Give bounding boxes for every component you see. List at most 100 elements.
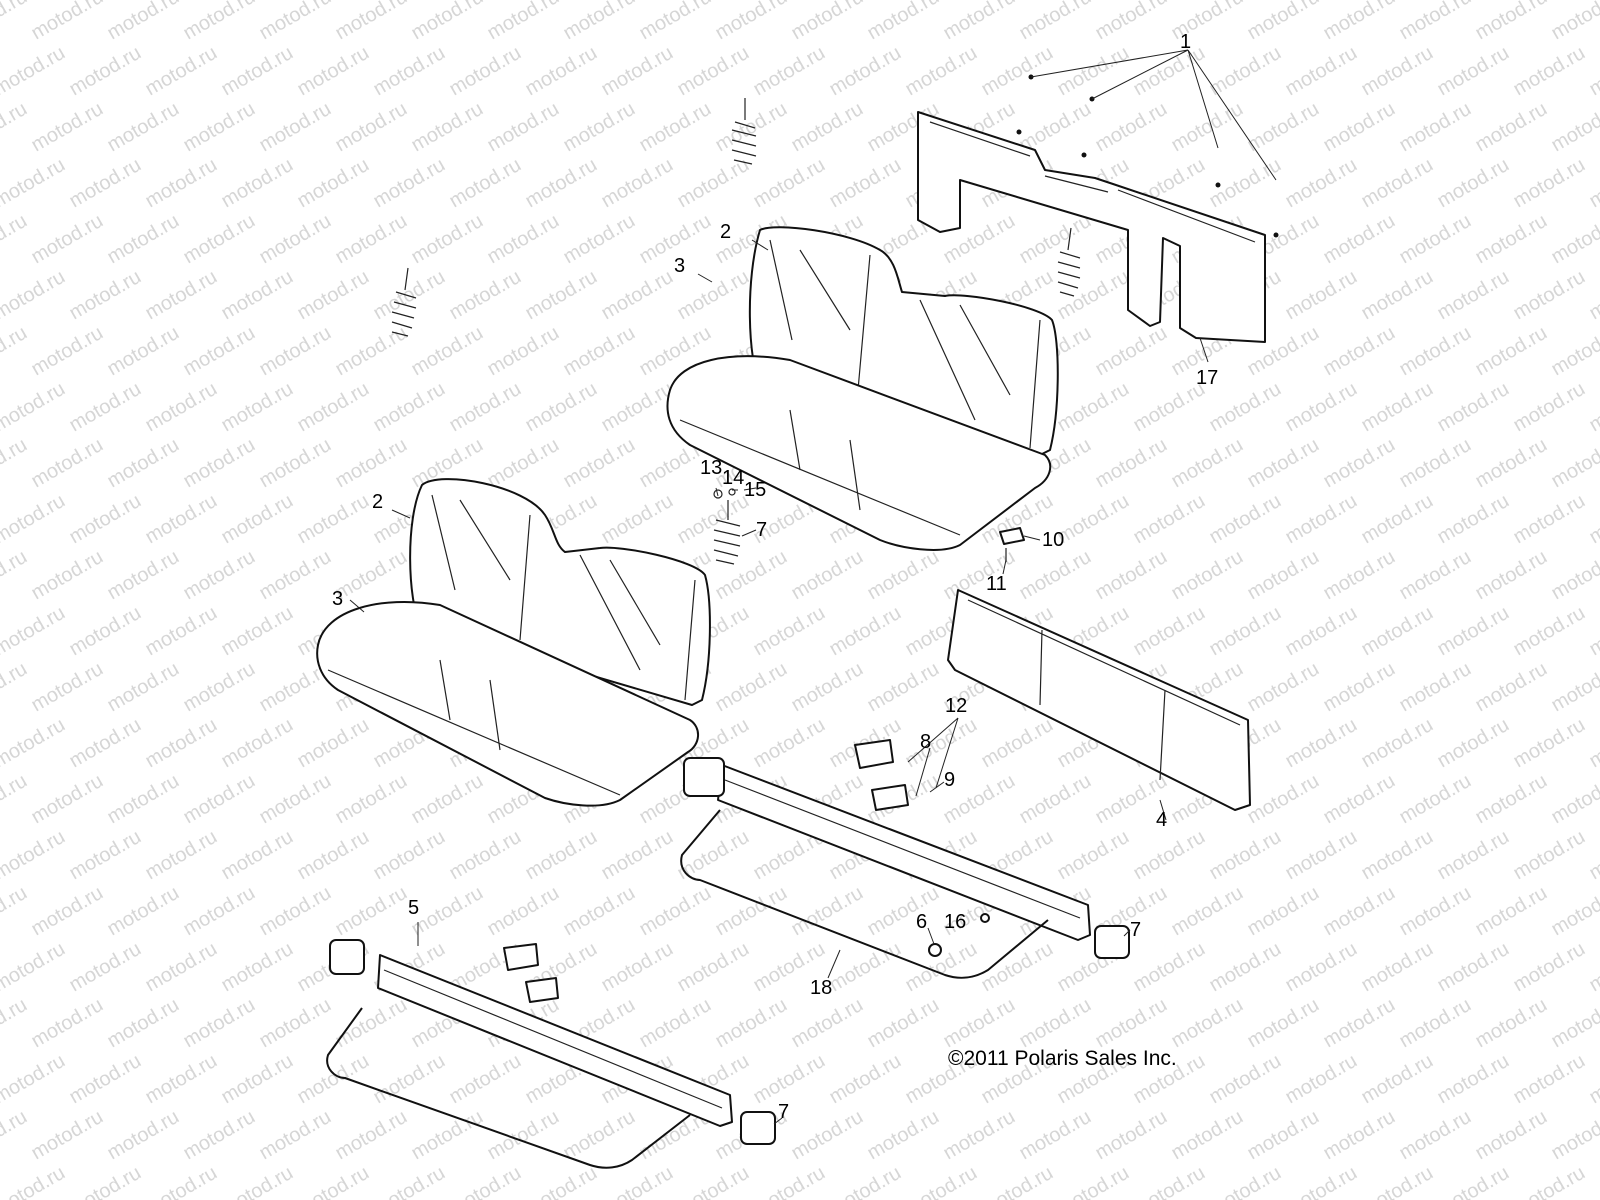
- watermark-text: motod.ru: [1054, 1162, 1133, 1200]
- watermark-text: motod.ru: [256, 882, 335, 941]
- watermark-text: motod.ru: [142, 490, 221, 549]
- lower-left-bracket: [329, 939, 365, 975]
- watermark-text: motod.ru: [256, 322, 335, 381]
- watermark-text: motod.ru: [28, 1106, 107, 1165]
- watermark-text: motod.ru: [408, 770, 487, 829]
- watermark-text: motod.ru: [560, 882, 639, 941]
- watermark-text: motod.ru: [0, 490, 69, 549]
- watermark-text: motod.ru: [1472, 994, 1551, 1053]
- watermark-text: motod.ru: [66, 42, 145, 101]
- callout-2-upper: 2: [720, 221, 731, 243]
- clip-part: [999, 527, 1025, 562]
- watermark-text: motod.ru: [1092, 434, 1171, 493]
- callout-5: 5: [408, 897, 419, 919]
- watermark-text: motod.ru: [484, 322, 563, 381]
- watermark-text: motod.ru: [446, 154, 525, 213]
- watermark-text: motod.ru: [370, 266, 449, 325]
- watermark-text: motod.ru: [1244, 0, 1323, 44]
- watermark-text: motod.ru: [332, 210, 411, 269]
- watermark-text: motod.ru: [864, 882, 943, 941]
- watermark-text: motod.ru: [1434, 602, 1513, 661]
- watermark-text: motod.ru: [294, 1162, 373, 1200]
- watermark-text: motod.ru: [1244, 882, 1323, 941]
- watermark-text: motod.ru: [446, 42, 525, 101]
- watermark-text: motod.ru: [674, 154, 753, 213]
- watermark-text: motod.ru: [446, 378, 525, 437]
- watermark-text: motod.ru: [598, 266, 677, 325]
- watermark-text: motod.ru: [1092, 546, 1171, 605]
- watermark-text: motod.ru: [0, 42, 69, 101]
- watermark-text: motod.ru: [218, 714, 297, 773]
- watermark-text: motod.ru: [294, 378, 373, 437]
- watermark-text: motod.ru: [28, 0, 107, 44]
- watermark-text: motod.ru: [142, 1050, 221, 1109]
- watermark-text: motod.ru: [864, 1106, 943, 1165]
- watermark-text: motod.ru: [1092, 1106, 1171, 1165]
- callout-9: 9: [944, 769, 955, 791]
- watermark-text: motod.ru: [522, 154, 601, 213]
- watermark-text: motod.ru: [66, 826, 145, 885]
- watermark-text: motod.ru: [332, 0, 411, 44]
- watermark-text: motod.ru: [142, 154, 221, 213]
- watermark-text: motod.ru: [522, 42, 601, 101]
- watermark-text: motod.ru: [256, 994, 335, 1053]
- watermark-text: motod.ru: [218, 266, 297, 325]
- watermark-text: motod.ru: [674, 938, 753, 997]
- watermark-text: motod.ru: [788, 98, 867, 157]
- watermark-text: motod.ru: [1092, 98, 1171, 157]
- watermark-text: motod.ru: [1548, 882, 1600, 941]
- watermark-text: motod.ru: [826, 1050, 905, 1109]
- watermark-text: motod.ru: [522, 826, 601, 885]
- leader-lines: [349, 49, 1277, 1125]
- watermark-text: motod.ru: [66, 378, 145, 437]
- lower-seat-bottom-cushion: [316, 601, 699, 807]
- watermark-text: motod.ru: [104, 1106, 183, 1165]
- watermark-text: motod.ru: [0, 434, 31, 493]
- watermark-text: motod.ru: [788, 658, 867, 717]
- watermark-text: motod.ru: [560, 1106, 639, 1165]
- watermark-text: motod.ru: [1206, 602, 1285, 661]
- watermark-text: motod.ru: [788, 0, 867, 44]
- watermark-text: motod.ru: [142, 938, 221, 997]
- watermark-text: motod.ru: [1320, 210, 1399, 269]
- watermark-text: motod.ru: [104, 210, 183, 269]
- callout-7-lower-frame: 7: [778, 1101, 789, 1123]
- watermark-text: motod.ru: [1434, 826, 1513, 885]
- watermark-text: motod.ru: [1548, 0, 1600, 44]
- watermark-text: motod.ru: [864, 658, 943, 717]
- watermark-text: motod.ru: [636, 882, 715, 941]
- watermark-text: motod.ru: [218, 1050, 297, 1109]
- upper-right-bracket: [1094, 925, 1130, 959]
- watermark-text: motod.ru: [1548, 1106, 1600, 1165]
- watermark-text: motod.ru: [332, 882, 411, 941]
- watermark-text: motod.ru: [0, 210, 31, 269]
- watermark-text: motod.ru: [0, 1162, 69, 1200]
- watermark-text: motod.ru: [180, 546, 259, 605]
- watermark-text: motod.ru: [940, 1106, 1019, 1165]
- watermark-text: motod.ru: [484, 882, 563, 941]
- watermark-text: motod.ru: [104, 322, 183, 381]
- watermark-text: motod.ru: [0, 994, 31, 1053]
- watermark-text: motod.ru: [1358, 826, 1437, 885]
- watermark-text: motod.ru: [142, 714, 221, 773]
- watermark-text: motod.ru: [1396, 210, 1475, 269]
- watermark-text: motod.ru: [1434, 378, 1513, 437]
- watermark-text: motod.ru: [1130, 602, 1209, 661]
- watermark-text: motod.ru: [1358, 714, 1437, 773]
- watermark-text: motod.ru: [712, 0, 791, 44]
- watermark-text: motod.ru: [104, 770, 183, 829]
- watermark-text: motod.ru: [940, 546, 1019, 605]
- callout-6: 6: [916, 911, 927, 933]
- watermark-text: motod.ru: [712, 994, 791, 1053]
- watermark-text: motod.ru: [28, 994, 107, 1053]
- center-spring: [1057, 227, 1081, 297]
- watermark-text: motod.ru: [1510, 490, 1589, 549]
- watermark-text: motod.ru: [294, 714, 373, 773]
- watermark-text: motod.ru: [256, 770, 335, 829]
- upper-seat-frame: [680, 739, 1130, 979]
- watermark-text: motod.ru: [142, 1162, 221, 1200]
- watermark-text: motod.ru: [28, 434, 107, 493]
- upper-left-bracket: [683, 757, 725, 797]
- watermark-text: motod.ru: [66, 714, 145, 773]
- callout-15: 15: [744, 479, 766, 501]
